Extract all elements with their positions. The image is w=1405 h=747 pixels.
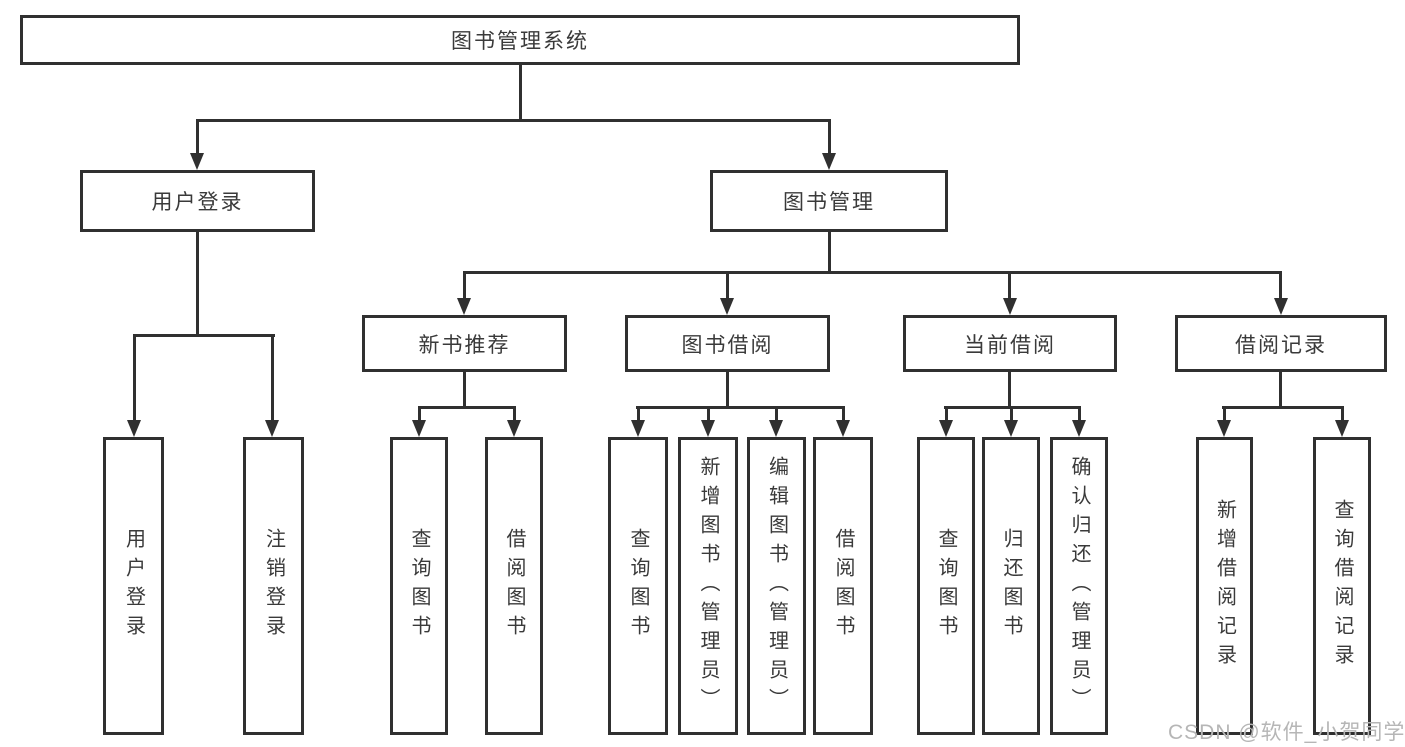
node-user-login: 用户登录	[80, 170, 315, 232]
leaf-user-login: 用户登录	[103, 437, 164, 735]
connector-book-management-hline	[463, 271, 1282, 274]
node-library-management-system: 图书管理系统	[20, 15, 1020, 65]
arrow-down-icon	[1335, 420, 1349, 437]
connector-drop	[1078, 406, 1081, 422]
connector-book-management-stub	[828, 232, 831, 274]
leaf-label: 新增图书（管理员）	[697, 455, 719, 717]
arrow-down-icon	[127, 420, 141, 437]
connector-drop-new-book-recommend	[463, 271, 466, 300]
connector-drop-leaf-user-login	[133, 334, 136, 422]
connector-user-login-hline	[133, 334, 275, 337]
leaf-logout: 注销登录	[243, 437, 304, 735]
arrow-down-icon	[265, 420, 279, 437]
leaf-label: 新增借阅记录	[1213, 499, 1236, 673]
leaf-label: 查询图书	[408, 528, 430, 644]
connector-drop	[513, 406, 516, 422]
connector-borrow-records-hline	[1222, 406, 1344, 409]
connector-drop	[1010, 406, 1013, 422]
leaf-label: 查询借阅记录	[1331, 499, 1353, 673]
arrow-down-icon	[507, 420, 521, 437]
arrow-down-icon	[836, 420, 850, 437]
connector-drop-user-login	[196, 119, 199, 155]
node-current-borrow: 当前借阅	[903, 315, 1117, 372]
node-book-borrow: 图书借阅	[625, 315, 830, 372]
leaf-query-books-borrow: 查询图书	[608, 437, 668, 735]
leaf-query-books-recommend: 查询图书	[390, 437, 448, 735]
leaf-label: 编辑图书（管理员）	[765, 455, 788, 717]
leaf-add-book-admin: 新增图书（管理员）	[678, 437, 738, 735]
arrow-down-icon	[822, 153, 836, 170]
leaf-label: 查询图书	[627, 528, 649, 644]
arrow-down-icon	[1003, 298, 1017, 315]
leaf-borrow-books: 借阅图书	[813, 437, 873, 735]
arrow-down-icon	[1072, 420, 1086, 437]
leaf-label: 借阅图书	[503, 528, 525, 644]
connector-drop	[1223, 406, 1226, 422]
connector-drop	[707, 406, 710, 422]
connector-drop-book-management	[828, 119, 831, 155]
connector-book-borrow-hline	[636, 406, 845, 409]
connector-new-book-stub	[463, 372, 466, 408]
node-borrow-records: 借阅记录	[1175, 315, 1387, 372]
leaf-label: 查询图书	[935, 528, 957, 644]
connector-current-borrow-stub	[1008, 372, 1011, 408]
arrow-down-icon	[412, 420, 426, 437]
connector-user-login-stub	[196, 232, 199, 336]
arrow-down-icon	[939, 420, 953, 437]
arrow-down-icon	[457, 298, 471, 315]
leaf-label: 借阅图书	[832, 528, 854, 644]
arrow-down-icon	[769, 420, 783, 437]
arrow-down-icon	[631, 420, 645, 437]
arrow-down-icon	[701, 420, 715, 437]
leaf-return-books: 归还图书	[982, 437, 1040, 735]
connector-drop	[1341, 406, 1344, 422]
connector-root-stub	[519, 65, 522, 121]
connector-drop-leaf-logout	[271, 334, 274, 422]
connector-drop	[775, 406, 778, 422]
arrow-down-icon	[1217, 420, 1231, 437]
leaf-query-books-current: 查询图书	[917, 437, 975, 735]
leaf-borrow-books-recommend: 借阅图书	[485, 437, 543, 735]
connector-drop	[842, 406, 845, 422]
connector-drop	[945, 406, 948, 422]
arrow-down-icon	[1274, 298, 1288, 315]
leaf-label: 注销登录	[262, 528, 285, 644]
connector-borrow-records-stub	[1279, 372, 1282, 408]
leaf-add-borrow-record: 新增借阅记录	[1196, 437, 1253, 735]
leaf-confirm-return-admin: 确认归还（管理员）	[1050, 437, 1108, 735]
leaf-query-borrow-record: 查询借阅记录	[1313, 437, 1371, 735]
leaf-label: 归还图书	[1000, 528, 1022, 644]
leaf-label: 用户登录	[122, 528, 145, 644]
arrow-down-icon	[190, 153, 204, 170]
connector-drop-book-borrow	[726, 271, 729, 300]
connector-new-book-hline	[418, 406, 516, 409]
connector-drop	[637, 406, 640, 422]
arrow-down-icon	[1004, 420, 1018, 437]
node-new-book-recommend: 新书推荐	[362, 315, 567, 372]
node-book-management: 图书管理	[710, 170, 948, 232]
csdn-watermark: CSDN @软件_小贺同学	[1168, 721, 1405, 744]
connector-book-borrow-stub	[726, 372, 729, 408]
leaf-label: 确认归还（管理员）	[1068, 455, 1090, 717]
connector-root-hline	[196, 119, 831, 122]
connector-drop	[418, 406, 421, 422]
leaf-edit-book-admin: 编辑图书（管理员）	[747, 437, 806, 735]
arrow-down-icon	[720, 298, 734, 315]
connector-drop-borrow-records	[1279, 271, 1282, 300]
connector-drop-current-borrow	[1008, 271, 1011, 300]
